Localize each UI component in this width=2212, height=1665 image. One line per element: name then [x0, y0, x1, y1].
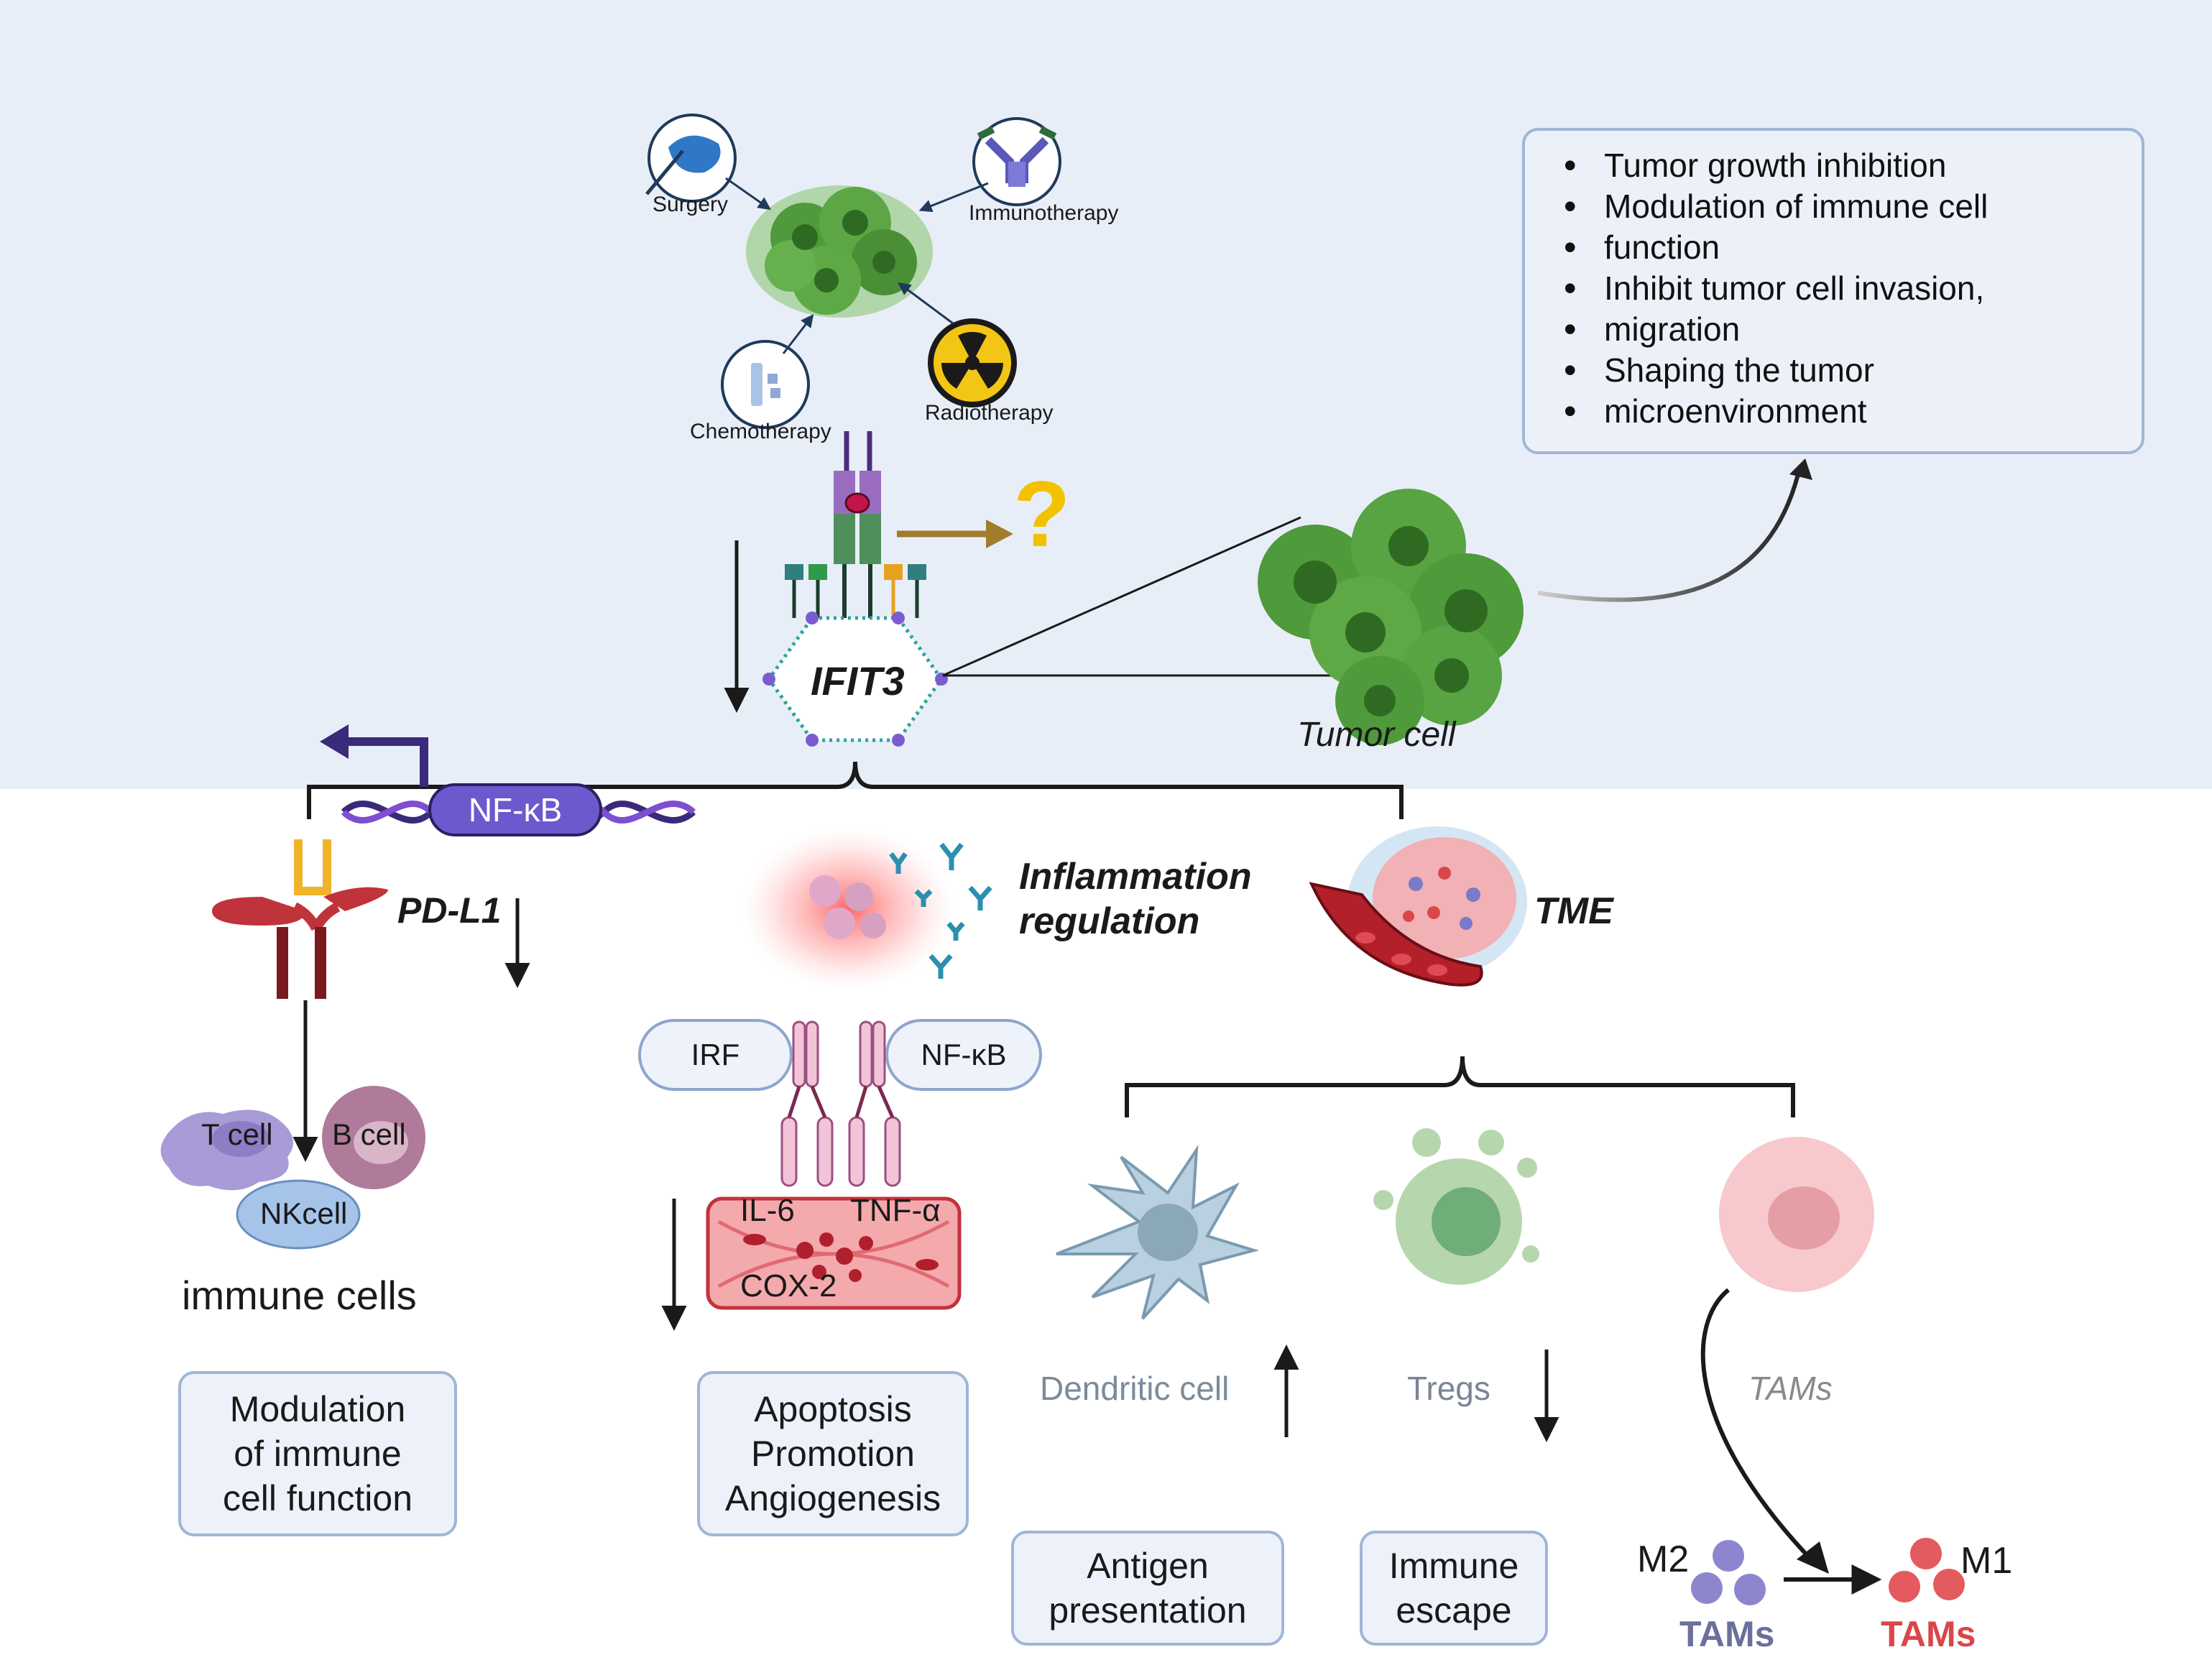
inflammation-glow: [740, 826, 956, 992]
nk-cell-label: NKcell: [260, 1196, 348, 1230]
m1-label: M1: [1960, 1540, 2013, 1582]
transcription-arrowhead: [320, 724, 349, 759]
tme-bracket: [1125, 1056, 1795, 1117]
il6-label: IL-6: [740, 1193, 795, 1228]
box-line: Antigen: [1087, 1546, 1209, 1586]
blood-vessel-icon: [706, 1196, 962, 1310]
t-cell-icon: [160, 1110, 293, 1191]
box-line: Angiogenesis: [724, 1478, 941, 1518]
antigen-presentation-box: Antigen presentation: [1011, 1531, 1284, 1646]
inflammation-title-line1: Inflammation: [1019, 856, 1252, 898]
m2-label: M2: [1637, 1539, 1690, 1580]
ifit3-label: IFIT3: [811, 658, 905, 704]
box-line: Modulation: [229, 1389, 406, 1429]
immunotherapy-icon: [972, 117, 1061, 206]
immunotherapy-label: Immunotherapy: [969, 201, 1119, 225]
cytokine-receptors-icon: [780, 1020, 901, 1187]
tams-label: TAMs: [1748, 1370, 1833, 1407]
question-mark: ?: [1013, 461, 1071, 566]
unknown-mechanism-arrowhead: [986, 520, 1013, 548]
box-line: Promotion: [751, 1434, 915, 1474]
tumor-mass-icon: [746, 185, 933, 318]
benefit-item-continued: microenvironment: [1564, 391, 2113, 432]
tams-polarization-arrowhead: [1797, 1541, 1829, 1574]
nfkb-dna-pill: [428, 783, 602, 836]
radiotherapy-label: Radiotherapy: [925, 401, 1054, 425]
macrophage-cell-icon: [1719, 1137, 1874, 1292]
inflammation-title-line2: regulation: [1019, 900, 1200, 942]
dendritic-cell-icon: [1056, 1144, 1260, 1320]
tme-vessel-icon: [1309, 826, 1527, 987]
tumor-link-line-upper: [942, 516, 1301, 677]
dendritic-cell-label: Dendritic cell: [1040, 1370, 1230, 1407]
immune-escape-box: Immune escape: [1360, 1531, 1548, 1646]
tme-title: TME: [1534, 890, 1613, 932]
transcription-arrow: [345, 737, 428, 787]
benefit-item-continued: migration: [1564, 309, 2113, 350]
treg-cell-icon: [1373, 1128, 1539, 1285]
benefit-item: Shaping the tumor: [1564, 350, 2113, 391]
apoptosis-box: Apoptosis Promotion Angiogenesis: [697, 1371, 969, 1536]
nfkb-dna-label: NF-κB: [468, 791, 563, 829]
tnfa-label: TNF-α: [850, 1193, 941, 1228]
box-line: Apoptosis: [754, 1389, 912, 1429]
box-line: Immune: [1388, 1546, 1519, 1586]
box-line: presentation: [1049, 1590, 1247, 1631]
pdl1-receptor-icon: [212, 839, 388, 999]
t-cell-label: T cell: [201, 1117, 273, 1151]
m1-macrophages-icon: [1889, 1538, 1965, 1602]
immune-cells-title: immune cells: [182, 1273, 417, 1318]
immune-modulation-box: Modulation of immune cell function: [178, 1371, 457, 1536]
box-line: of immune: [234, 1434, 402, 1474]
tregs-label: Tregs: [1407, 1370, 1490, 1407]
box-line: cell function: [222, 1478, 413, 1518]
box-line: escape: [1396, 1590, 1512, 1631]
tams-polarization-curve: [1700, 1288, 1813, 1562]
surgery-label: Surgery: [653, 193, 729, 216]
tumor-cells-icon: [1258, 489, 1524, 745]
benefit-item-continued: function: [1564, 227, 2113, 268]
inflamed-cells-icon: [809, 875, 886, 939]
m2-tams-label: TAMs: [1679, 1614, 1775, 1654]
surgery-icon: [645, 114, 737, 203]
receptor-complex-icon: [785, 431, 926, 618]
nfkb-pill: NF-κB: [885, 1019, 1042, 1091]
benefits-box: Tumor growth inhibition Modulation of im…: [1522, 128, 2144, 454]
pdl1-label: PD-L1: [397, 890, 502, 931]
main-bracket: [307, 761, 1404, 819]
cox2-label: COX-2: [740, 1268, 837, 1304]
m1-tams-label: TAMs: [1881, 1614, 1976, 1654]
receptor-linkers: [787, 1085, 895, 1119]
chemotherapy-label: Chemotherapy: [690, 420, 831, 443]
benefit-curve-arrow: [1537, 465, 1802, 602]
benefit-item: Inhibit tumor cell invasion,: [1564, 268, 2113, 309]
m2-macrophages-icon: [1691, 1540, 1766, 1605]
irf-pill: IRF: [638, 1019, 793, 1091]
b-cell-icon: [322, 1086, 425, 1189]
nk-cell-icon: [236, 1179, 361, 1250]
b-cell-label: B cell: [332, 1117, 406, 1151]
benefit-item: Tumor growth inhibition: [1564, 145, 2113, 186]
antibody-icons: [889, 842, 992, 979]
radiotherapy-icon: [928, 318, 1017, 407]
benefit-item: Modulation of immune cell: [1564, 186, 2113, 227]
tumor-cell-label: Tumor cell: [1297, 716, 1456, 754]
benefit-curve-arrowhead: [1789, 458, 1812, 480]
chemotherapy-icon: [721, 340, 810, 429]
